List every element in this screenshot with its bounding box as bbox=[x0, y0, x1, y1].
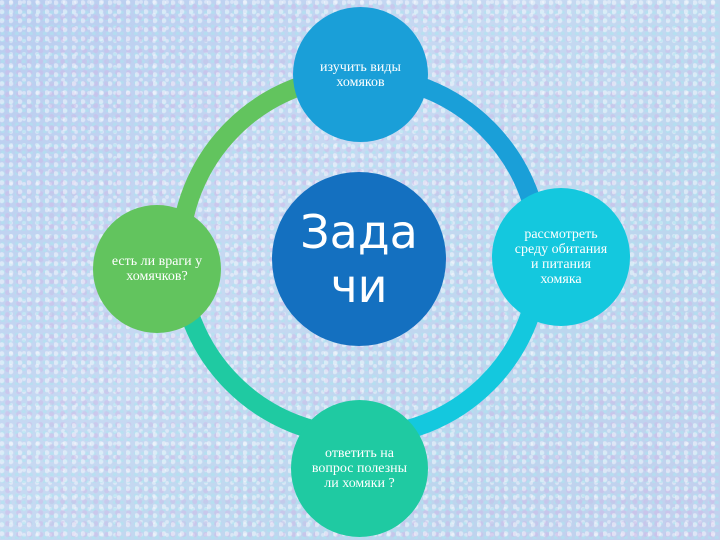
node-right-label: рассмотреть среду обитания и питания хом… bbox=[514, 227, 608, 287]
node-left-label: есть ли враги у хомячков? bbox=[111, 254, 203, 284]
node-right: рассмотреть среду обитания и питания хом… bbox=[492, 188, 630, 326]
node-bottom: ответить на вопрос полезны ли хомяки ? bbox=[291, 400, 428, 537]
center-title: Задачи bbox=[300, 205, 418, 313]
center-circle: Задачи bbox=[272, 172, 446, 346]
node-top: изучить виды хомяков bbox=[293, 7, 428, 142]
node-bottom-label: ответить на вопрос полезны ли хомяки ? bbox=[311, 446, 408, 491]
node-left: есть ли враги у хомячков? bbox=[93, 205, 221, 333]
node-top-label: изучить виды хомяков bbox=[320, 59, 401, 90]
